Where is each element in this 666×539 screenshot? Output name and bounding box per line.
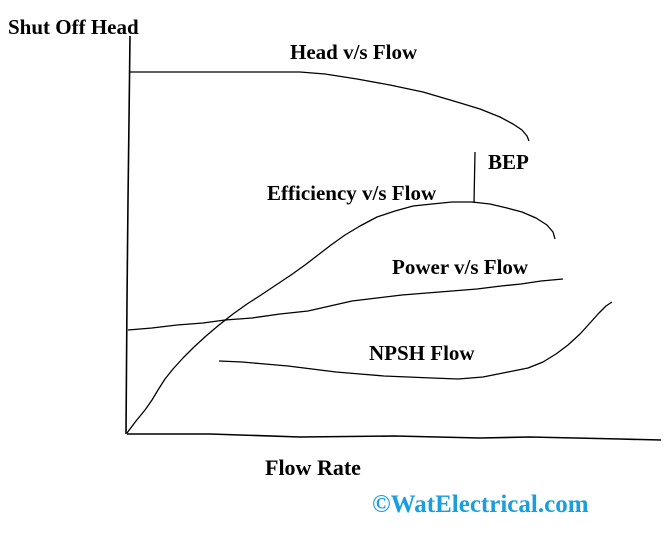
bep-marker-line <box>473 151 476 204</box>
y-axis <box>125 35 131 435</box>
power-vs-flow-curve <box>127 278 564 331</box>
power-vs-flow-label: Power v/s Flow <box>392 255 529 279</box>
watermark: ©WatElectrical.com <box>372 491 589 518</box>
efficiency-vs-flow-label: Efficiency v/s Flow <box>267 181 437 205</box>
head-vs-flow-curve <box>130 71 530 142</box>
bep-label: BEP <box>488 150 529 174</box>
npsh-flow-label: NPSH Flow <box>369 341 475 365</box>
head-vs-flow-label: Head v/s Flow <box>290 40 418 64</box>
efficiency-vs-flow-curve <box>126 201 556 434</box>
npsh-flow-curve <box>218 301 613 380</box>
flow-rate-axis-label: Flow Rate <box>265 455 361 480</box>
shut-off-head-label: Shut Off Head <box>8 15 139 39</box>
x-axis <box>127 433 662 441</box>
